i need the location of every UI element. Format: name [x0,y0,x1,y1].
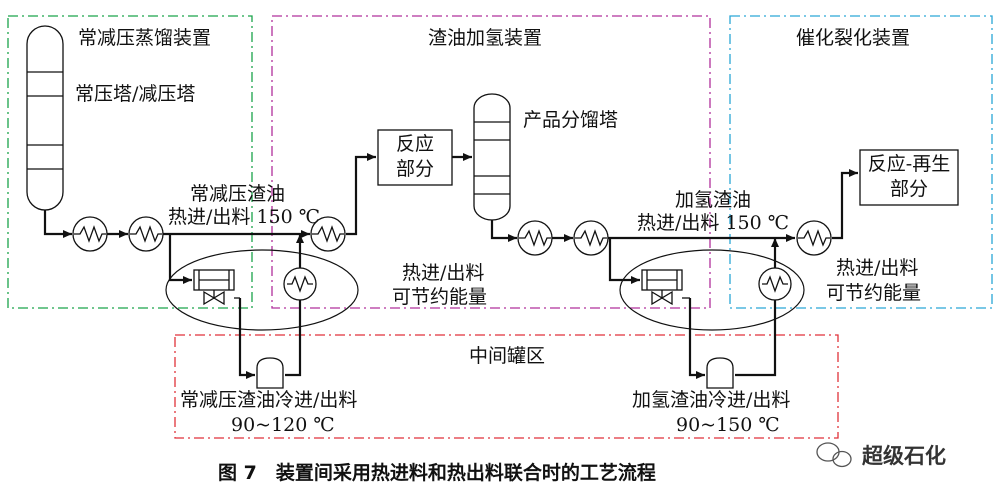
left-cold-branch-line [168,234,192,284]
energy-saving-ellipse-1 [165,249,359,331]
hydro-cold-label: 加氢渣油冷进/出料 [632,389,791,411]
resid-hydro-unit-title: 渣油加氢装置 [428,27,543,49]
atm-vac-cold-label: 常减压渣油冷进/出料 [180,389,358,411]
fcc-unit-boundary [729,15,993,309]
reactor-label-line1: 反应 [395,133,434,155]
left-tank-out-line [285,300,302,377]
hydro-cold-temp-label: 90~150 ℃ [676,414,780,436]
heat-exchanger-icon [72,216,108,252]
right-cooler-to-tank-line [688,298,705,379]
heat-exchanger-icon [283,267,317,301]
line-to-fcc [832,169,858,240]
resid-hydro-unit-boundary [271,15,711,309]
atm-vac-resid-label: 常减压渣油 [190,183,286,205]
hydro-resid-temp-label: 热进/出料 150 ℃ [637,212,790,234]
atm-vac-unit-boundary [7,15,253,309]
atm-vac-tower-label: 常压塔/减压塔 [75,83,196,105]
storage-tank-icon [706,357,734,389]
atm-vac-bottom-line [43,210,72,238]
hydro-resid-label: 加氢渣油 [675,189,752,211]
atm-vac-cold-temp-label: 90~120 ℃ [231,414,335,436]
figure-caption: 图 7 装置间采用热进料和热出料联合时的工艺流程 [218,462,656,484]
air-cooler-icon [641,269,690,306]
atm-vac-unit-title: 常减压蒸馏装置 [78,27,212,49]
energy-saving-note-2-line1: 热进/出料 [836,257,919,279]
tank-farm-boundary [174,334,839,439]
heat-exchanger-icon [758,267,792,301]
heat-exchanger-icon [517,220,553,256]
fcc-reactor-line2: 部分 [889,178,928,200]
fcc-reactor-label: 反应-再生 部分 [860,153,958,200]
reactor-label-line2: 部分 [395,158,434,180]
watermark-text: 超级石化 [862,444,946,468]
wechat-logo-icon [816,442,852,468]
fcc-reactor-line1: 反应-再生 [867,153,951,175]
heat-exchanger-icon [573,220,609,256]
tank-farm-title: 中间罐区 [469,345,546,367]
energy-saving-note-1-line2: 可节约能量 [392,286,488,308]
air-cooler-icon [193,269,240,306]
product-fractionator-tower [473,93,511,221]
product-fractionator-label: 产品分馏塔 [523,109,619,131]
heat-exchanger-icon [310,216,346,252]
energy-saving-note-1-line1: 热进/出料 [402,262,485,284]
energy-saving-note-2-line2: 可节约能量 [826,282,922,304]
atm-vac-tower [26,25,64,211]
heat-exchanger-icon [796,220,832,256]
left-cooler-to-tank-line [238,298,255,379]
reactor-section-label: 反应 部分 [378,133,452,180]
right-cold-branch-line [608,238,640,284]
energy-saving-ellipse-2 [619,249,805,331]
atm-vac-resid-temp-label: 热进/出料 150 ℃ [168,206,321,228]
fractionator-bottom-line [490,220,517,242]
fcc-reactor-box [859,149,959,206]
heat-exchanger-icon [128,216,164,252]
line-to-reactor [346,153,376,236]
fcc-unit-title: 催化裂化装置 [796,27,911,49]
reactor-section-box [377,129,453,186]
right-tank-out-line [735,300,777,377]
storage-tank-icon [256,357,284,389]
